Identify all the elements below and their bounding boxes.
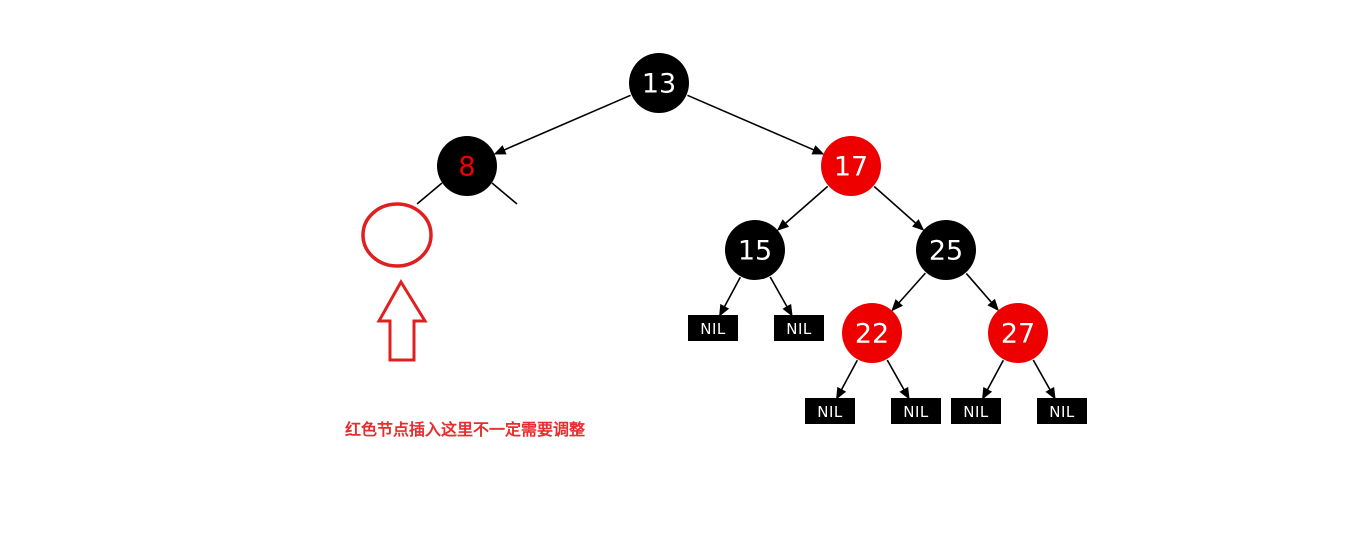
nil-label: NIL [903, 403, 929, 421]
node-circle [842, 303, 902, 363]
nil-box [891, 398, 941, 424]
nil-leaf: NIL [1037, 398, 1087, 424]
node-circle [988, 303, 1048, 363]
edge-8-right-stub [491, 182, 518, 205]
node-circle [916, 220, 976, 280]
nil-leaf: NIL [688, 315, 738, 341]
edge-n27-nil_27_r [1032, 359, 1056, 400]
nil-label: NIL [786, 320, 812, 338]
nil-box [1037, 398, 1087, 424]
node-label: 22 [855, 319, 889, 350]
node-label: 17 [834, 152, 868, 183]
nil-leaf: NIL [951, 398, 1001, 424]
edge-n22-nil_22_r [886, 359, 910, 400]
edge-n17-n15 [776, 185, 829, 231]
nil-label: NIL [700, 320, 726, 338]
annotation-text: 红色节点插入这里不一定需要调整 [345, 420, 586, 439]
edge-n15-nil_15_r [769, 276, 793, 317]
node-label: 15 [738, 236, 772, 267]
edge-n22-nil_22_l [836, 359, 859, 400]
nil-box [805, 398, 855, 424]
node-label: 13 [642, 69, 676, 100]
nil-label: NIL [1049, 403, 1075, 421]
node-circle [437, 136, 497, 196]
edge-n15-nil_15_l [719, 276, 742, 317]
nil-box [951, 398, 1001, 424]
tree-node-13: 13 [629, 53, 689, 113]
nil-box [688, 315, 738, 341]
up-arrow-icon [376, 279, 428, 362]
edge-n25-n22 [891, 272, 926, 312]
edge-n27-nil_27_l [982, 359, 1005, 400]
tree-node-8: 8 [437, 136, 497, 196]
node-label: 25 [929, 236, 963, 267]
edge-n17-n25 [873, 185, 925, 231]
edge-n13-n17 [687, 94, 825, 155]
tree-node-17: 17 [821, 136, 881, 196]
nil-leaf: NIL [774, 315, 824, 341]
tree-node-27: 27 [988, 303, 1048, 363]
edges-layer [493, 94, 1056, 400]
node-label: 8 [458, 152, 475, 183]
nodes-layer: 13 8 17 15 25 22 27 [437, 53, 1048, 363]
nil-leaf: NIL [805, 398, 855, 424]
edge-n25-n27 [965, 272, 999, 312]
nil-leaf: NIL [891, 398, 941, 424]
node-circle [821, 136, 881, 196]
insertion-position-circle [361, 202, 433, 268]
tree-node-15: 15 [725, 220, 785, 280]
node-circle [629, 53, 689, 113]
nil-layer: NIL NIL NIL NIL NIL NIL [688, 315, 1087, 424]
tree-node-22: 22 [842, 303, 902, 363]
nil-box [774, 315, 824, 341]
nil-label: NIL [817, 403, 843, 421]
edge-8-left-stub [416, 182, 443, 205]
node-circle [725, 220, 785, 280]
node-label: 27 [1001, 319, 1035, 350]
nil-label: NIL [963, 403, 989, 421]
tree-node-25: 25 [916, 220, 976, 280]
edge-n13-n8 [493, 94, 631, 155]
